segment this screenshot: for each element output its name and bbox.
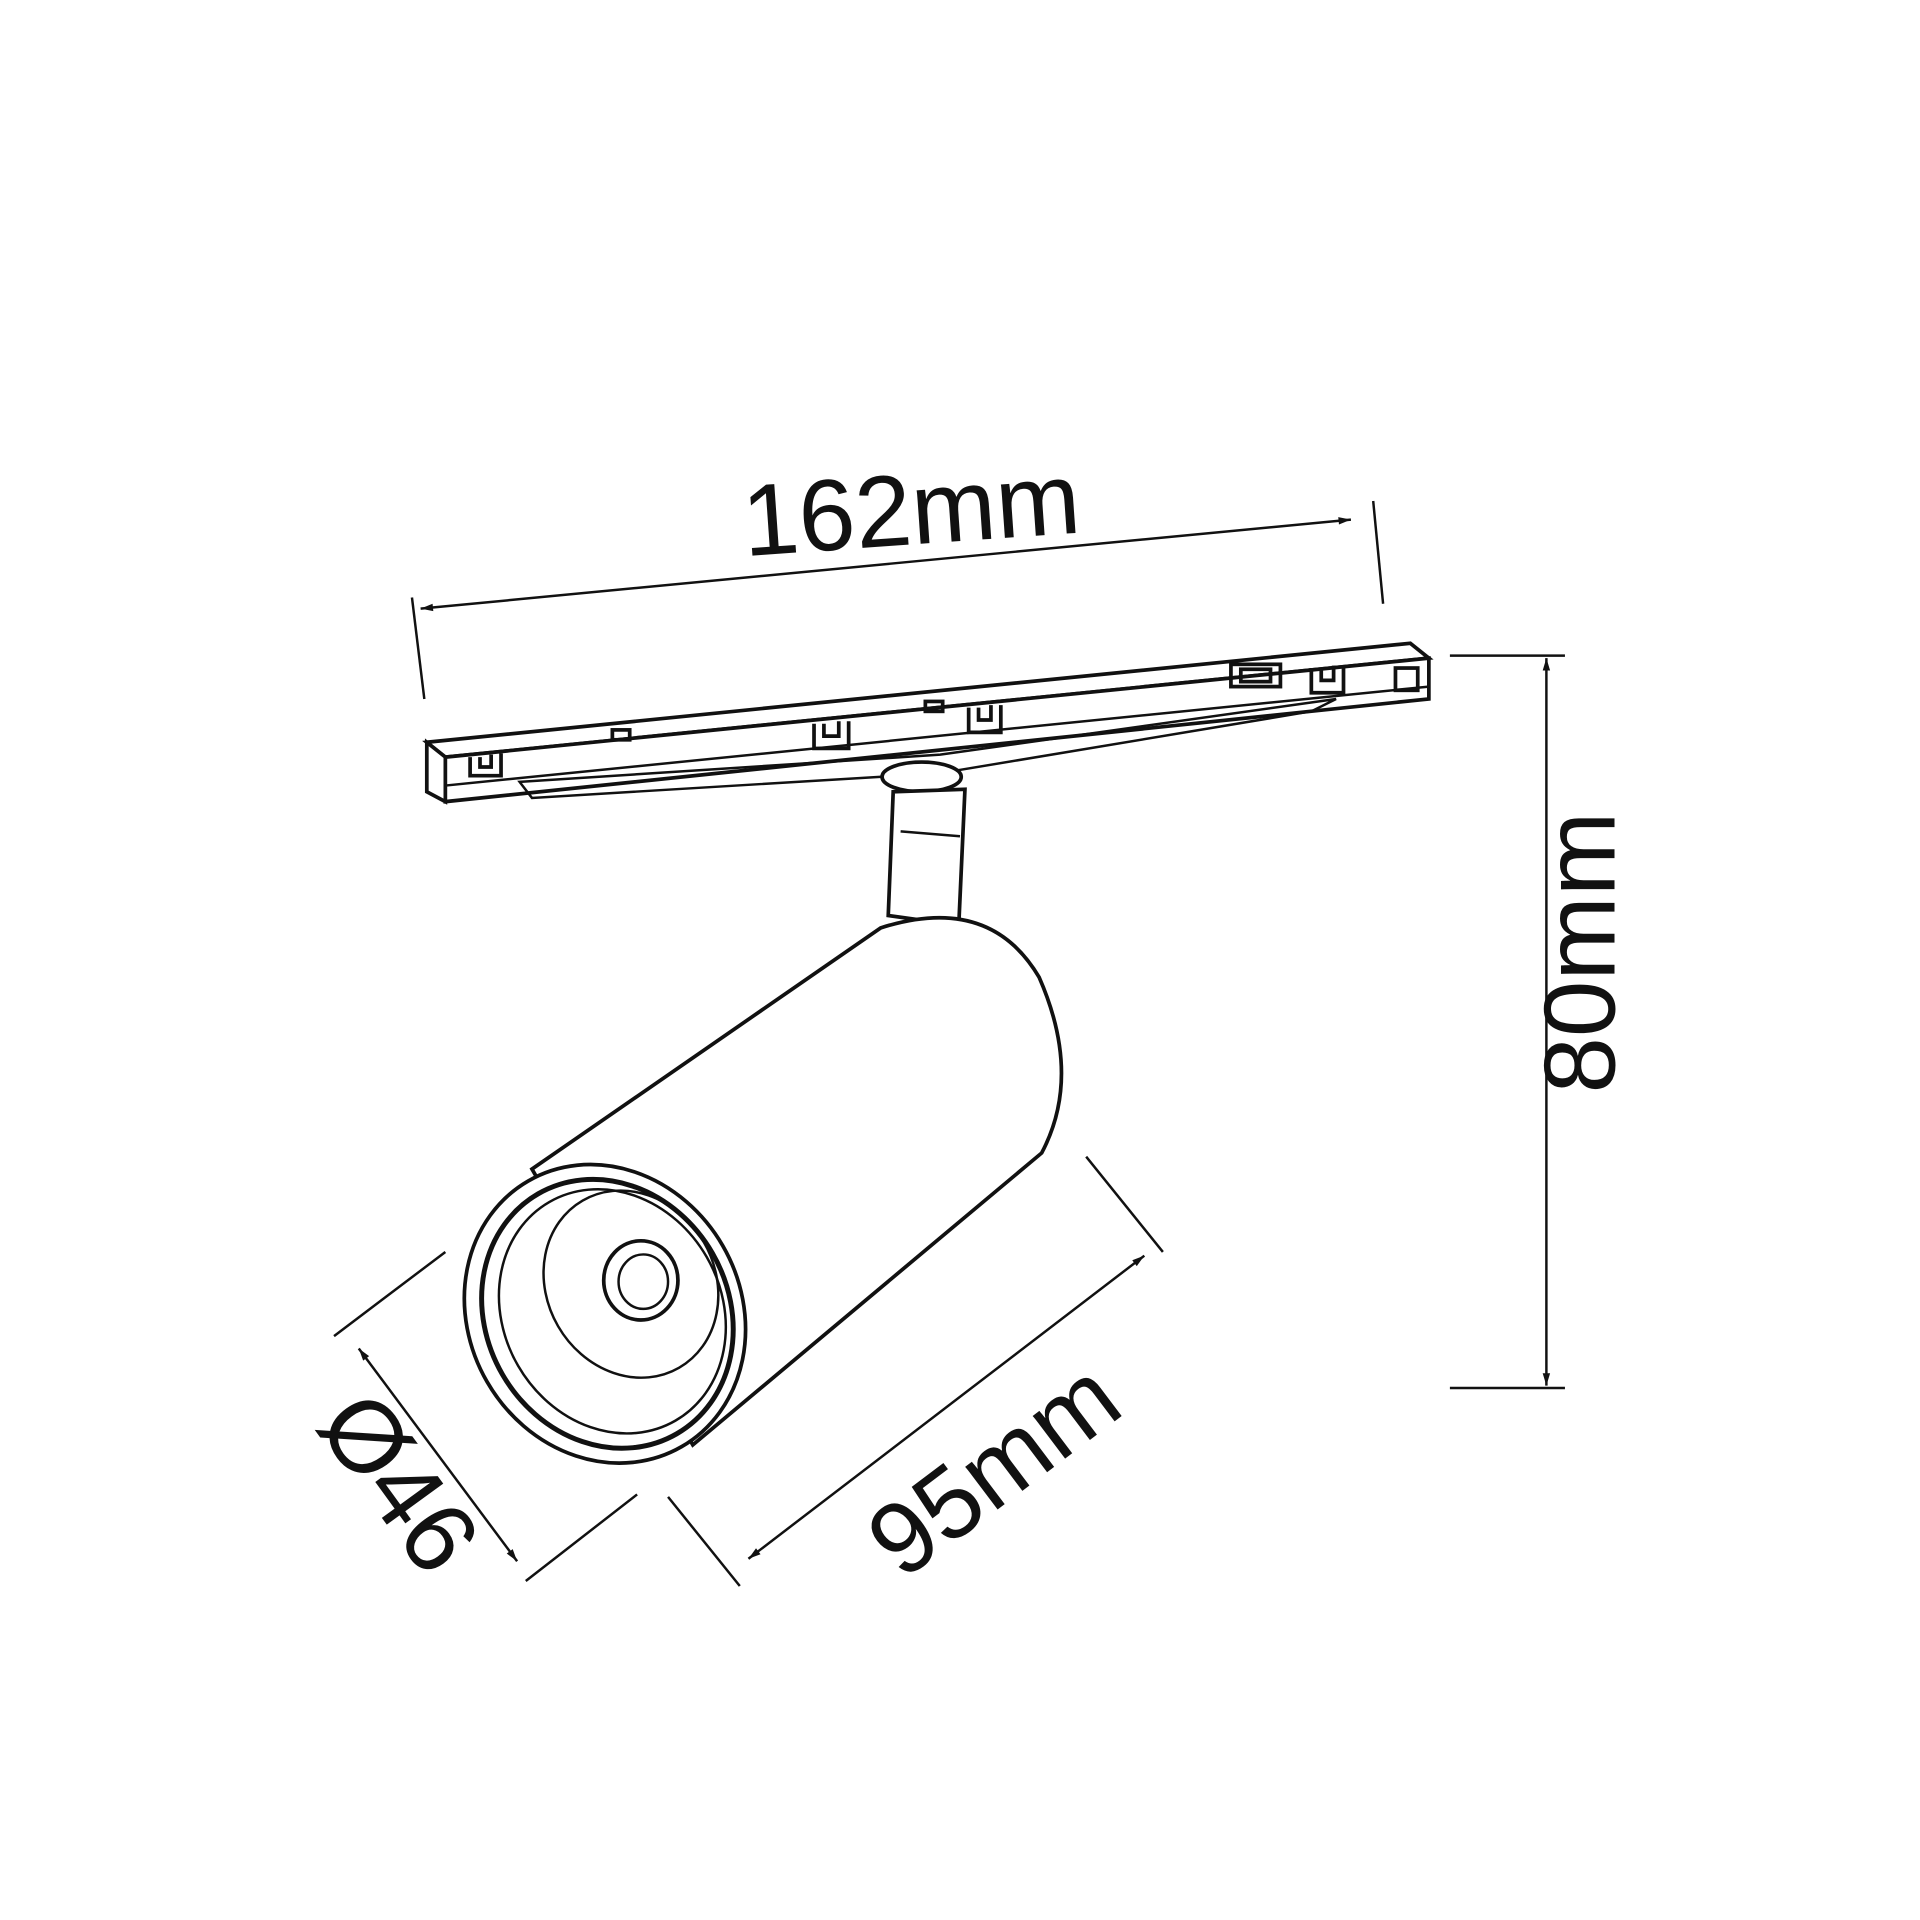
length-dimension: 162mm: [410, 442, 1385, 700]
spotlight-body: [462, 915, 1064, 1465]
diameter-label: Ø46: [297, 1372, 501, 1594]
track-adapter: [422, 641, 1434, 805]
length-label: 162mm: [738, 442, 1083, 578]
body-length-label: 95mm: [847, 1339, 1140, 1599]
stem: [880, 760, 967, 928]
height-dimension: 80mm: [1449, 654, 1636, 1390]
height-label: 80mm: [1523, 812, 1636, 1094]
